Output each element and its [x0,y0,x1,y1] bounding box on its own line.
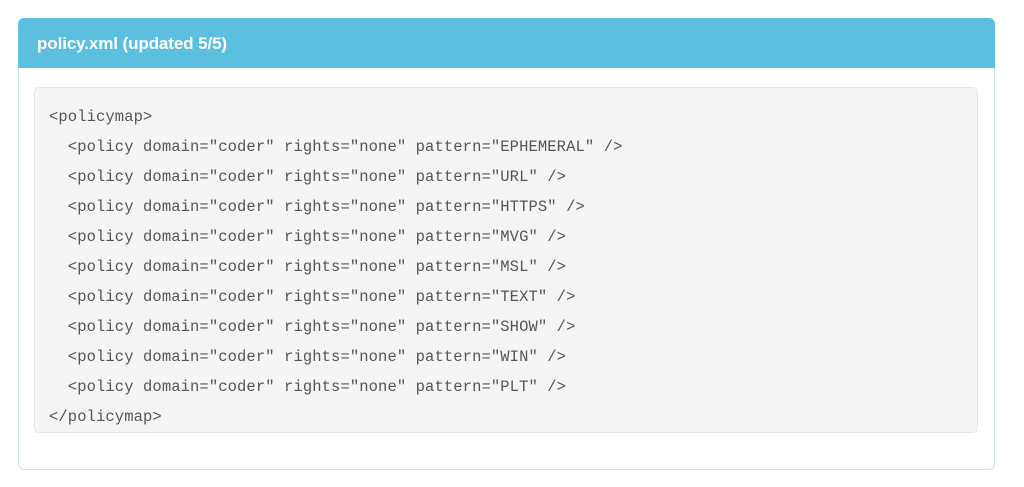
code-block[interactable]: <policymap> <policy domain="coder" right… [34,87,978,433]
panel-title: policy.xml (updated 5/5) [37,33,227,53]
panel-body: <policymap> <policy domain="coder" right… [18,68,995,470]
policy-file-panel: policy.xml (updated 5/5) <policymap> <po… [18,18,995,470]
code-content[interactable]: <policymap> <policy domain="coder" right… [49,108,623,426]
panel-header: policy.xml (updated 5/5) [18,18,995,68]
